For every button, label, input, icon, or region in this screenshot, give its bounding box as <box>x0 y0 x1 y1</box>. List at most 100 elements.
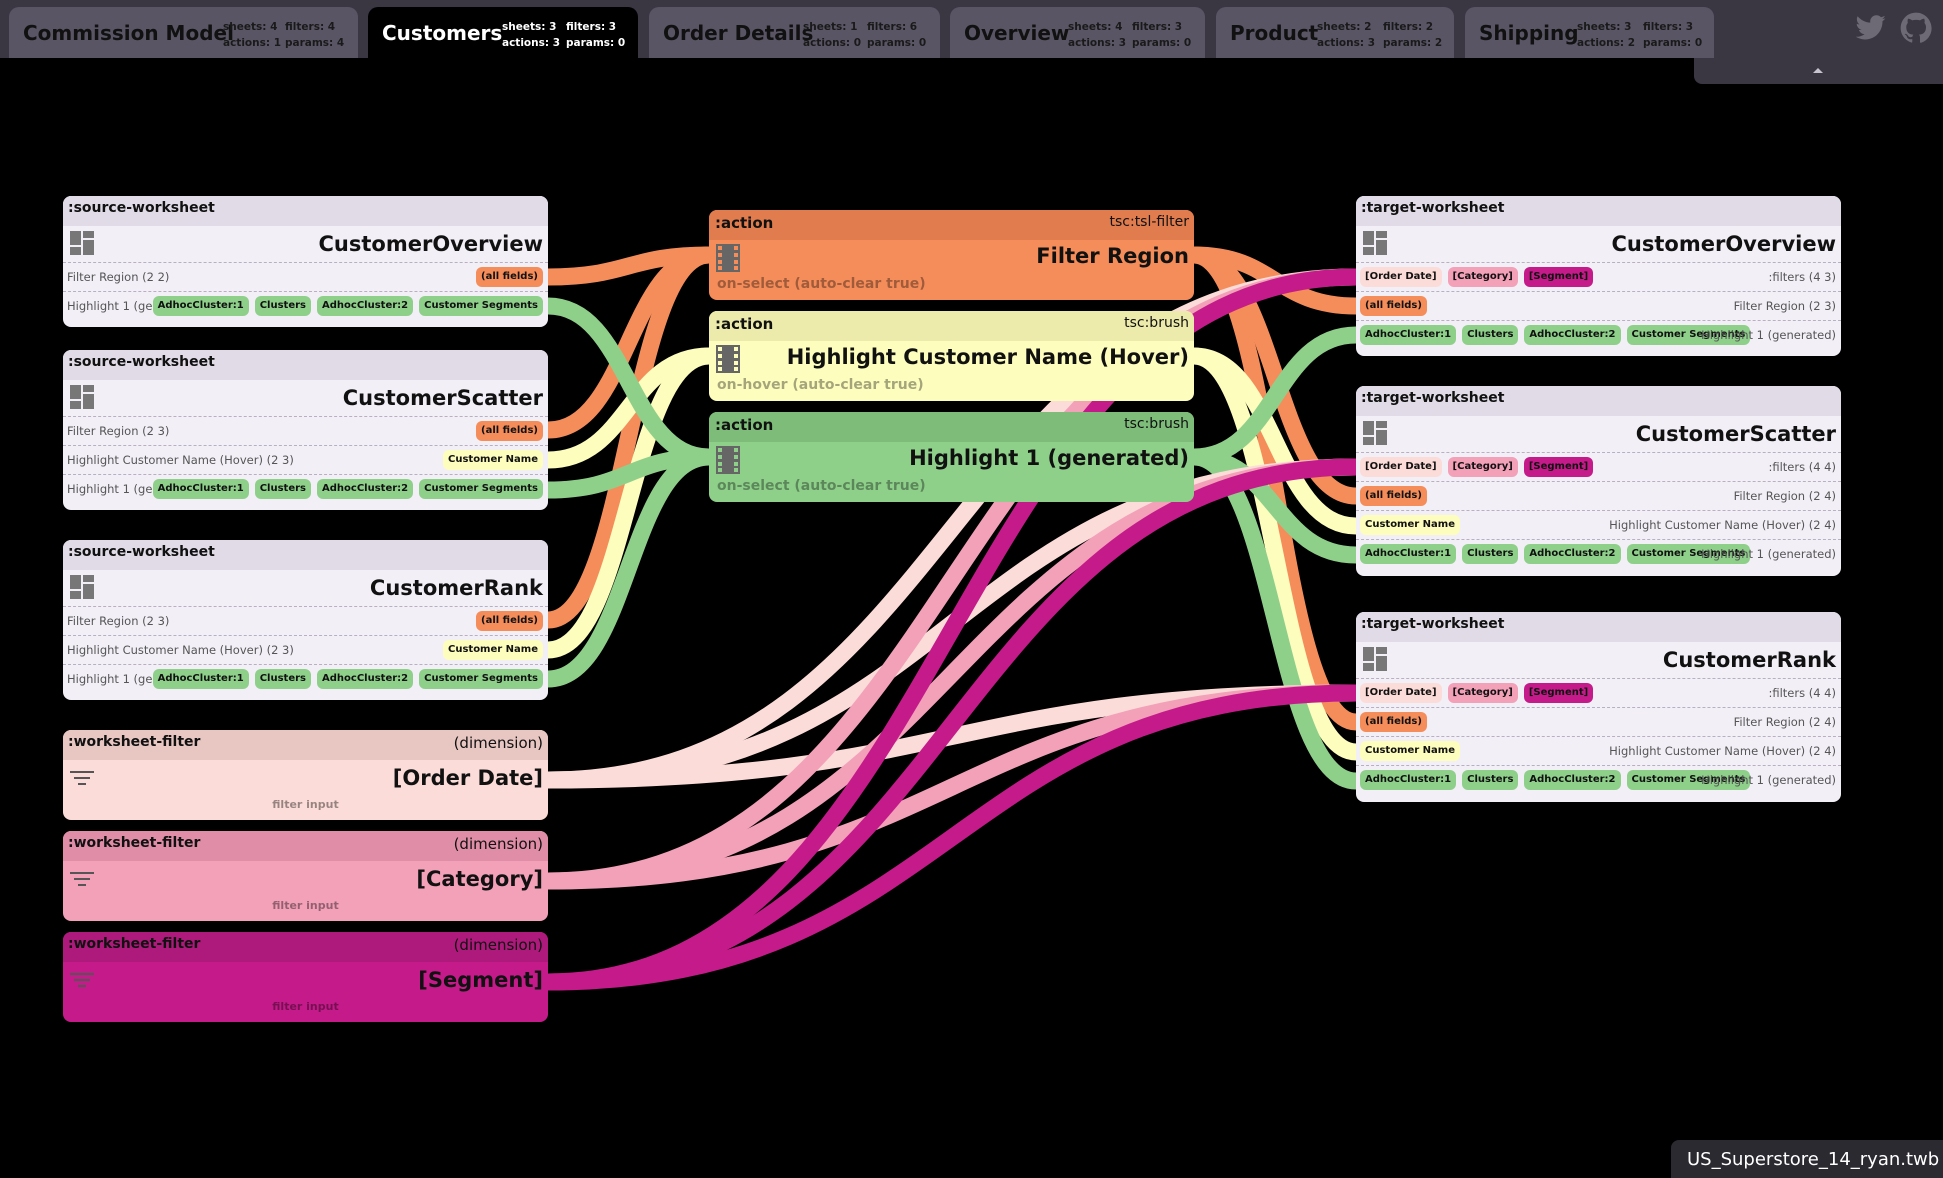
worksheet-name: CustomerRank <box>1662 648 1836 672</box>
field-pill: (all fields) <box>1360 296 1427 316</box>
field-pill: (all fields) <box>476 267 543 287</box>
target-worksheet-customerrank[interactable]: :target-worksheet CustomerRank [Order Da… <box>1356 612 1841 802</box>
connection-link <box>1192 347 1358 761</box>
field-pill: AdhocCluster:1 <box>1360 770 1457 790</box>
filter-lines-icon <box>70 973 94 987</box>
field-pill: Customer Segments <box>419 669 543 689</box>
tab-label: Commission Model <box>23 20 234 45</box>
field-pill: Customer Segments <box>1626 770 1751 790</box>
field-pill: Customer Segments <box>419 479 543 499</box>
worksheet-name: CustomerRank <box>369 576 543 600</box>
filter-name: [Category] <box>416 867 543 891</box>
filter-order-date[interactable]: :worksheet-filter(dimension) [Order Date… <box>63 730 548 820</box>
field-pill: Customer Segments <box>419 296 543 316</box>
action-row: (all fields) Filter Region (2 4) <box>1356 707 1841 736</box>
field-pill: Clusters <box>1462 325 1519 345</box>
action-name: Filter Region <box>1036 244 1189 268</box>
field-pill: (all fields) <box>476 611 543 631</box>
target-worksheet-customeroverview[interactable]: :target-worksheet CustomerOverview [Orde… <box>1356 196 1841 356</box>
field-pill: AdhocCluster:2 <box>317 296 414 316</box>
worksheet-name: CustomerOverview <box>1611 232 1836 256</box>
connection-link <box>547 684 1357 991</box>
action-row: Highlight Customer Name (Hover) (2 3) Cu… <box>63 445 548 474</box>
action-row: AdhocCluster:1 Clusters AdhocCluster:2 C… <box>1356 320 1841 349</box>
connection-link <box>547 458 1357 991</box>
action-row: (all fields) Filter Region (2 3) <box>1356 291 1841 320</box>
filters-row: [Order Date] [Category] [Segment] :filte… <box>1356 262 1841 291</box>
action-row: Highlight 1 (generated) (5 3) AdhocClust… <box>63 474 548 503</box>
action-row: Highlight 1 (generated) (5 3) AdhocClust… <box>63 664 548 693</box>
action-trigger: on-select (auto-clear true) <box>717 478 926 494</box>
filter-pill: [Segment] <box>1523 683 1594 703</box>
card-header: :source-worksheet <box>63 540 548 570</box>
field-pill: Clusters <box>1462 544 1519 564</box>
field-pill: Clusters <box>1462 770 1519 790</box>
field-pill: AdhocCluster:2 <box>1524 544 1621 564</box>
filter-pill: [Segment] <box>1523 457 1594 477</box>
filter-input-label: filter input <box>272 798 339 811</box>
target-worksheet-customerscatter[interactable]: :target-worksheet CustomerScatter [Order… <box>1356 386 1841 576</box>
github-icon[interactable] <box>1900 12 1932 44</box>
action-row: Customer Name Highlight Customer Name (H… <box>1356 510 1841 539</box>
filter-category[interactable]: :worksheet-filter(dimension) [Category] … <box>63 831 548 921</box>
field-pill: (all fields) <box>1360 712 1427 732</box>
dashboard-icon <box>1363 647 1387 671</box>
action-row: Filter Region (2 3) (all fields) <box>63 416 548 445</box>
filter-input-label: filter input <box>272 1000 339 1013</box>
twitter-icon[interactable] <box>1855 12 1887 44</box>
field-pill: AdhocCluster:1 <box>1360 325 1457 345</box>
action-trigger: on-hover (auto-clear true) <box>717 377 924 393</box>
worksheet-name: CustomerOverview <box>318 232 543 256</box>
dashboard-icon <box>70 385 94 409</box>
action-row: (all fields) Filter Region (2 4) <box>1356 481 1841 510</box>
field-pill: Customer Segments <box>1626 544 1751 564</box>
field-pill: Customer Name <box>443 450 543 470</box>
field-pill: AdhocCluster:2 <box>1524 325 1621 345</box>
filter-segment[interactable]: :worksheet-filter(dimension) [Segment] f… <box>63 932 548 1022</box>
filter-input-label: filter input <box>272 899 339 912</box>
collapse-panel-toggle[interactable] <box>1694 58 1943 84</box>
action-row: AdhocCluster:1 Clusters AdhocCluster:2 C… <box>1356 539 1841 568</box>
card-header: :source-worksheet <box>63 350 548 380</box>
film-icon <box>716 446 740 474</box>
filter-pill: [Order Date] <box>1360 683 1442 703</box>
connection-link <box>1193 326 1357 466</box>
dashboard-icon <box>70 575 94 599</box>
field-pill: AdhocCluster:1 <box>1360 544 1457 564</box>
source-worksheet-customeroverview[interactable]: :source-worksheet CustomerOverview Filte… <box>63 196 548 327</box>
dashboard-icon <box>1363 231 1387 255</box>
card-header: :source-worksheet <box>63 196 548 226</box>
card-header: :worksheet-filter(dimension) <box>63 831 548 861</box>
connection-link <box>547 448 710 688</box>
field-pill: Customer Name <box>1360 515 1460 535</box>
field-pill: Customer Name <box>1360 741 1460 761</box>
chevron-up-icon <box>1813 68 1823 73</box>
filter-name: [Segment] <box>418 968 543 992</box>
source-worksheet-customerscatter[interactable]: :source-worksheet CustomerScatter Filter… <box>63 350 548 510</box>
source-worksheet-customerrank[interactable]: :source-worksheet CustomerRank Filter Re… <box>63 540 548 700</box>
action-trigger: on-select (auto-clear true) <box>717 276 926 292</box>
card-header: :target-worksheet <box>1356 612 1841 642</box>
filters-row: [Order Date] [Category] [Segment] :filte… <box>1356 452 1841 481</box>
filter-pill: [Segment] <box>1523 267 1594 287</box>
action-name: Highlight 1 (generated) <box>909 446 1189 470</box>
